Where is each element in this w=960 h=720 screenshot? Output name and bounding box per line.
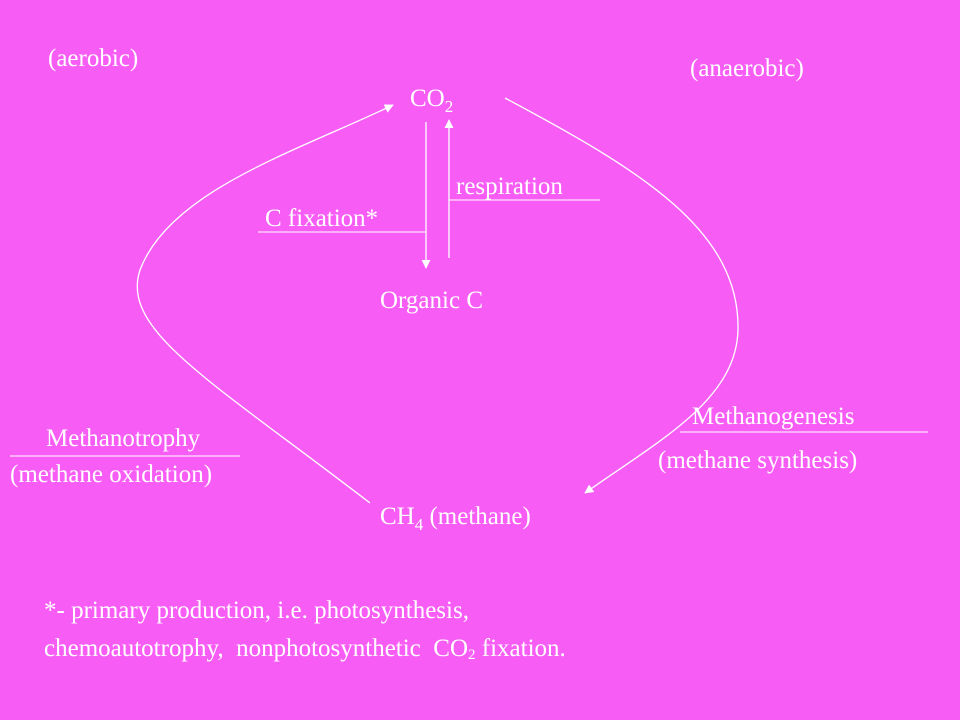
methanogenesis-arrow [504, 97, 739, 494]
aerobic-label: (aerobic) [48, 45, 139, 72]
footnote-line2: chemoautotrophy, nonphotosynthetic CO2 f… [44, 635, 566, 663]
co2-node: CO2 [410, 85, 454, 116]
respiration-label: respiration [456, 173, 563, 200]
footnote-line1: *- primary production, i.e. photosynthes… [44, 597, 469, 624]
organic-c-node: Organic C [380, 287, 483, 314]
ch4-node: CH4 (methane) [380, 503, 531, 534]
methanogenesis-label: Methanogenesis [692, 403, 855, 430]
methanotrophy-arrow [136, 104, 394, 504]
anaerobic-label: (anaerobic) [690, 55, 804, 82]
methanotrophy-label: Methanotrophy [46, 425, 201, 452]
c-fixation-label: C fixation* [265, 205, 379, 232]
methane-synthesis-label: (methane synthesis) [658, 447, 858, 474]
methane-oxidation-label: (methane oxidation) [10, 461, 213, 488]
